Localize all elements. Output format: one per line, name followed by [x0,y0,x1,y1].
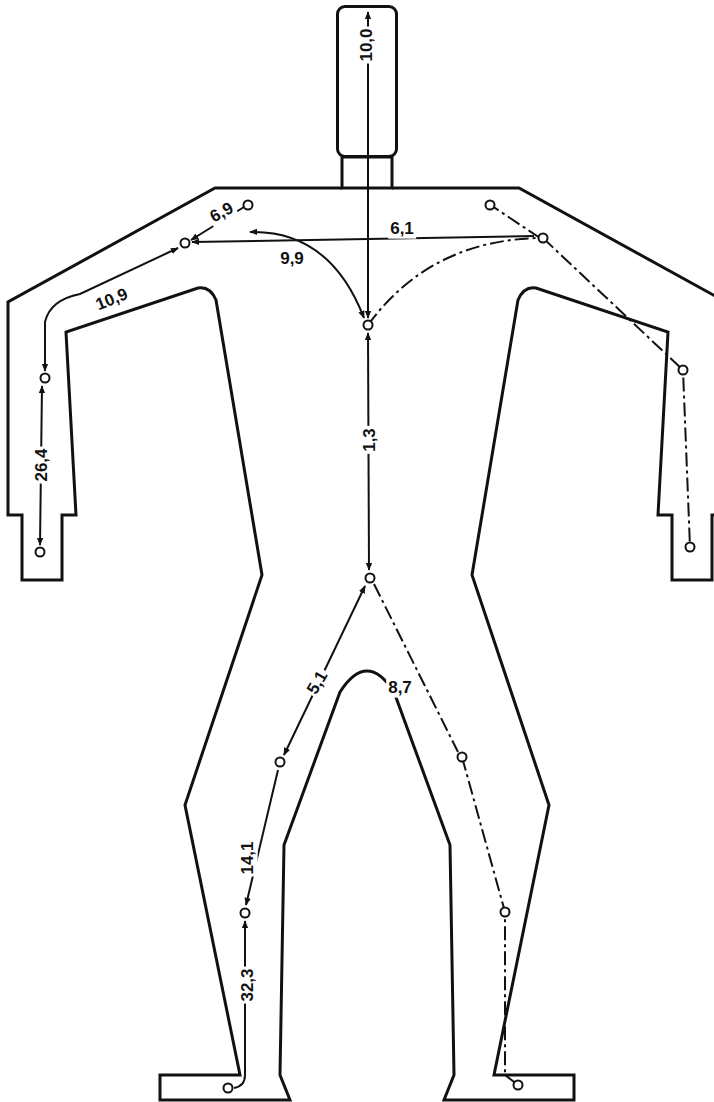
centreline-path [368,206,690,1085]
joint-dot [36,201,695,1093]
segment-value: 32,3 [239,966,258,1003]
segment-value: 8,7 [386,679,414,698]
body-outline [8,188,714,1100]
segment-value: 6,1 [388,220,416,239]
segment-value: 6,9 [205,198,238,227]
segment-value: 10,0 [358,26,377,63]
segment-value: 5,1 [303,666,333,699]
segment-value: 26,4 [33,446,52,483]
segment-value: 14,1 [239,839,258,876]
segment-value: 1,3 [361,426,380,454]
segment-value: 9,9 [278,250,306,269]
head-box: 10,0 [336,5,398,158]
measure-lines [40,12,534,1088]
